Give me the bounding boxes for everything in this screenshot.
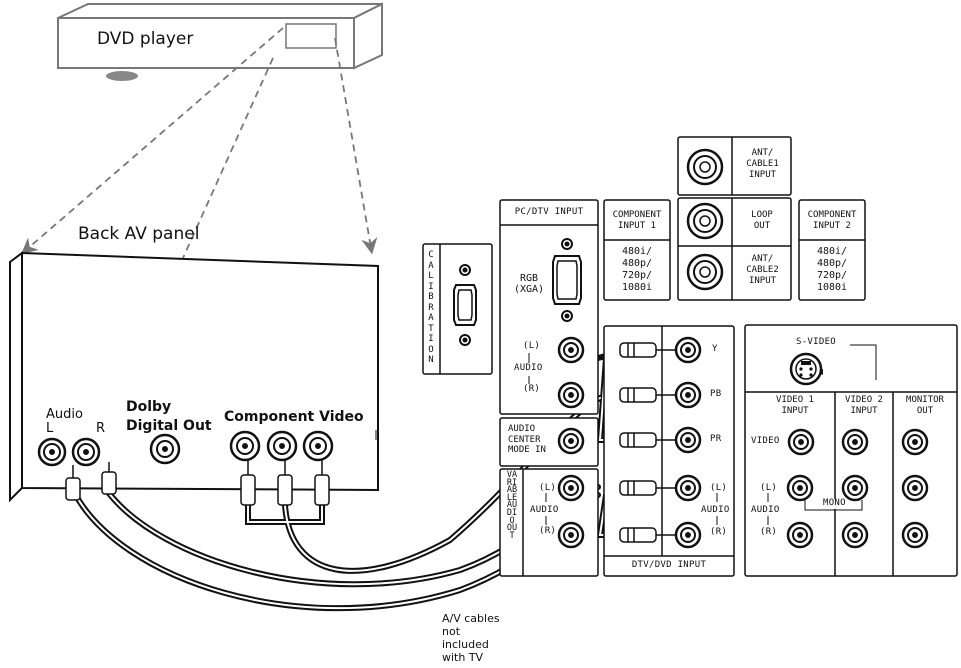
monitor-video-jack: [901, 428, 929, 456]
antenna-panels: [677, 136, 792, 301]
monitor-out-label: MONITOR OUT: [906, 395, 944, 416]
var-out-r-jack: [557, 521, 585, 549]
pb-label: PB: [710, 389, 722, 399]
ant2-jack: [686, 253, 724, 291]
rgb-xga-label: RGB (XGA): [513, 273, 545, 295]
back-panel-jacks: [37, 430, 334, 467]
plug-in-audio-r: [619, 527, 676, 543]
component-input-2-label: COMPONENT INPUT 2: [807, 210, 857, 231]
plug-in-pr: [619, 432, 676, 448]
y-label: Y: [712, 344, 718, 354]
var-out-l-jack: [557, 474, 585, 502]
dvd-audio-r-label: (R): [710, 527, 728, 537]
pc-dtv-input-label: PC/DTV INPUT: [514, 207, 584, 217]
variable-audio-out-panel: [499, 468, 599, 577]
center-in-jack: [557, 427, 585, 455]
plug-in-y: [619, 342, 676, 358]
input-plugs: [619, 342, 676, 543]
dashed-arrows: [21, 27, 378, 259]
ant1-jack: [686, 148, 724, 186]
audio-ticks: [528, 353, 769, 525]
pc-audio-r-label: (R): [523, 384, 541, 394]
dvd-audio-l-jack: [674, 474, 702, 502]
video-audio-label: AUDIO: [751, 505, 780, 515]
loop-out-jack: [686, 202, 724, 240]
video-audio-r-label: (R): [760, 527, 778, 537]
audio-label: Audio: [46, 407, 83, 422]
monitor-audio-r-jack: [901, 521, 929, 549]
plug-audio-l: [65, 465, 81, 501]
audio-r-label: R: [96, 421, 106, 436]
dolby-digital-out-label: Dolby Digital Out: [126, 399, 212, 434]
video-2-input-label: VIDEO 2 INPUT: [845, 395, 883, 416]
audio-r-jack: [71, 437, 101, 467]
monitor-audio-l-jack: [901, 474, 929, 502]
dvd-audio-r-jack: [674, 521, 702, 549]
audio-center-mode-in-label: AUDIO CENTER MODE IN: [508, 424, 546, 455]
var-out-r-label: (R): [539, 526, 557, 536]
pc-audio-label: AUDIO: [514, 363, 543, 373]
plug-comp-pr: [314, 460, 330, 506]
pr-label: PR: [710, 434, 722, 444]
s-video-label: S-VIDEO: [794, 337, 839, 348]
audio-center-panel: [499, 417, 599, 467]
plug-audio-r: [101, 462, 117, 495]
video1-audio-r-jack: [786, 521, 814, 549]
resolutions-1-label: 480i/ 480p/ 720p/ 1080i: [621, 246, 653, 293]
back-panel-title: Back AV panel: [78, 224, 200, 244]
video2-video-jack: [841, 428, 869, 456]
plug-in-audio-l: [619, 480, 676, 496]
calibration-panel: [422, 243, 493, 375]
component-label-boxes: [603, 199, 866, 301]
video1-video-jack: [787, 428, 815, 456]
variable-audio-out-label: VARIABLE AUDIO OUT: [506, 470, 518, 541]
video-1-input-label: VIDEO 1 INPUT: [776, 395, 814, 416]
component-y-jack: [229, 430, 261, 462]
pr-jack: [674, 426, 702, 454]
component-input-1-label: COMPONENT INPUT 1: [612, 210, 662, 231]
y-jack: [674, 336, 702, 364]
var-out-audio-label: AUDIO: [530, 505, 559, 515]
ant-cable1-input-label: ANT/ CABLE1 INPUT: [746, 148, 779, 180]
video-audio-l-label: (L): [760, 483, 778, 493]
pc-audio-r-jack: [557, 381, 585, 409]
pc-audio-l-jack: [557, 336, 585, 364]
s-video-jack: [789, 352, 823, 386]
video2-audio-r-jack: [841, 521, 869, 549]
component-pb-jack: [266, 430, 298, 462]
var-out-l-label: (L): [539, 483, 557, 493]
audio-l-label: L: [46, 421, 54, 436]
plug-comp-y: [240, 460, 256, 506]
loop-out-label: LOOP OUT: [751, 210, 773, 231]
video-label: VIDEO: [751, 436, 780, 446]
video2-audio-l-jack: [841, 474, 869, 502]
dvd-audio-l-label: (L): [710, 483, 728, 493]
dolby-jack: [149, 433, 181, 465]
ant-cable2-input-label: ANT/ CABLE2 INPUT: [746, 254, 779, 286]
pc-audio-l-label: (L): [523, 341, 541, 351]
dtv-dvd-input-label: DTV/DVD INPUT: [631, 560, 707, 570]
dvd-audio-label: AUDIO: [701, 505, 730, 515]
mono-label: MONO: [822, 498, 847, 509]
component-pr-jack: [302, 430, 334, 462]
component-video-label: Component Video: [224, 409, 364, 425]
pb-jack: [674, 381, 702, 409]
calibration-label: CALIBRATION: [428, 250, 434, 365]
cable-note: A/V cables not included with TV: [442, 612, 500, 664]
pc-dtv-panel: [499, 199, 599, 415]
dvd-player-label: DVD player: [97, 29, 194, 49]
audio-l-jack: [37, 437, 67, 467]
dvd-player: [57, 2, 383, 81]
plug-comp-pb: [277, 460, 293, 506]
plug-in-pb: [619, 387, 676, 403]
resolutions-2-label: 480i/ 480p/ 720p/ 1080i: [816, 246, 848, 293]
back-panel-plugs: [65, 460, 330, 506]
video-panel: [744, 324, 958, 577]
back-av-panel: [9, 251, 379, 503]
video1-audio-l-jack: [786, 474, 814, 502]
